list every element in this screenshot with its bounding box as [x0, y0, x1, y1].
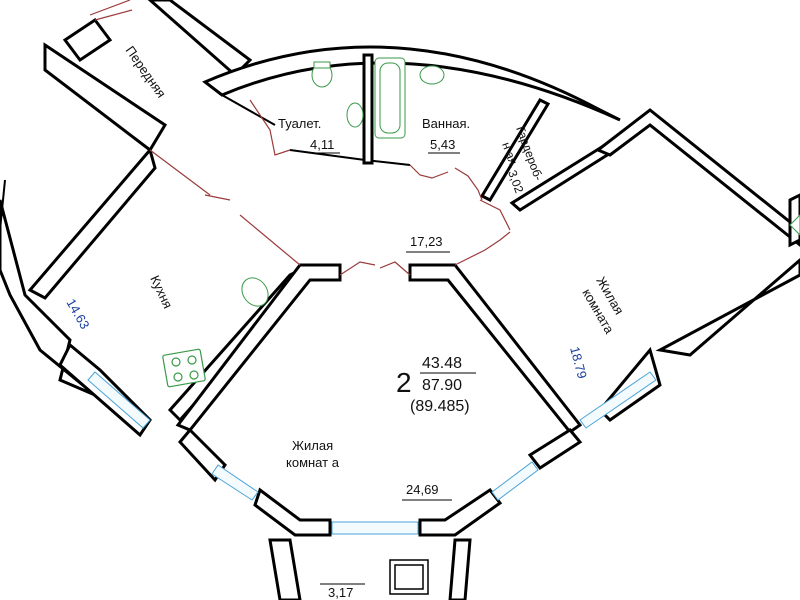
wall-far-left — [0, 179, 6, 231]
wall-entry-left — [62, 17, 113, 63]
total-area: 87.90 — [422, 377, 462, 394]
stove-icon — [162, 348, 206, 388]
wall-right-outer — [655, 258, 800, 357]
balcony-box-inner — [394, 564, 424, 590]
wardrobe-area: 3,02 — [505, 168, 526, 195]
door-living-right — [454, 231, 511, 266]
doors — [89, 0, 511, 276]
total-area-with-balcony: (89.485) — [410, 398, 470, 415]
balcony-area: 3,17 — [328, 585, 353, 600]
bath-label: Ванная. — [422, 116, 470, 131]
wall-bath-arc — [202, 45, 621, 122]
window-center-bottom — [331, 521, 419, 535]
wall-toilet-bath — [362, 53, 374, 165]
bath-area: 5,43 — [430, 137, 455, 152]
door-toilet — [249, 99, 291, 156]
wall-center-br — [527, 428, 583, 471]
balcony-box — [389, 559, 429, 595]
toilet-label: Туалет. — [278, 116, 321, 131]
window-center-right — [491, 461, 539, 501]
rooms-count: 2 — [396, 367, 412, 398]
wall-bath-wardrobe — [479, 98, 551, 202]
hall-label: Передняя — [123, 43, 169, 100]
wall-center-bottom-left — [253, 487, 332, 537]
toilet-sink-icon — [346, 102, 364, 128]
bathtub-inner-icon — [379, 62, 401, 134]
door-kitchen — [149, 149, 301, 266]
wall-entry-top — [147, 0, 253, 78]
living-center-label-2: комнат а — [286, 455, 340, 470]
living-center-area: 24,69 — [406, 482, 439, 497]
living-center-label-1: Жилая — [292, 438, 333, 453]
window-center-left — [211, 464, 259, 501]
wall-center-bottom-right — [418, 487, 503, 537]
bath-sink-icon — [419, 65, 445, 85]
living-right-area: 18.79 — [567, 345, 590, 380]
right-fixture-icon — [789, 214, 800, 236]
toilet-tank-icon — [313, 61, 331, 69]
wall-balcony-right — [448, 538, 472, 600]
door-wardrobe — [454, 167, 483, 201]
door-wardrobe-2 — [479, 199, 511, 231]
door-entry — [89, 0, 133, 21]
wall-kitchen-left — [27, 146, 157, 300]
windows — [87, 371, 657, 535]
door-center — [339, 261, 411, 276]
wall-hall-kitchen-left — [43, 42, 168, 153]
toilet-area: 4,11 — [310, 137, 334, 152]
corridor-area: 17,23 — [410, 234, 443, 249]
window-right — [579, 371, 657, 429]
wall-balcony — [268, 538, 302, 600]
fixtures — [162, 57, 800, 388]
living-area-total: 43.48 — [422, 355, 462, 372]
kitchen-label: Кухня — [147, 273, 175, 311]
wall-center-left — [175, 263, 342, 432]
wall-center-bl — [178, 427, 227, 483]
area-summary: 2 43.48 87.90 (89.485) — [396, 355, 476, 415]
wall-right-top — [595, 108, 800, 247]
window-kitchen — [87, 371, 151, 429]
door-bath — [409, 164, 449, 179]
kitchen-sink-icon — [241, 277, 269, 307]
kitchen-area: 14.63 — [63, 296, 92, 332]
